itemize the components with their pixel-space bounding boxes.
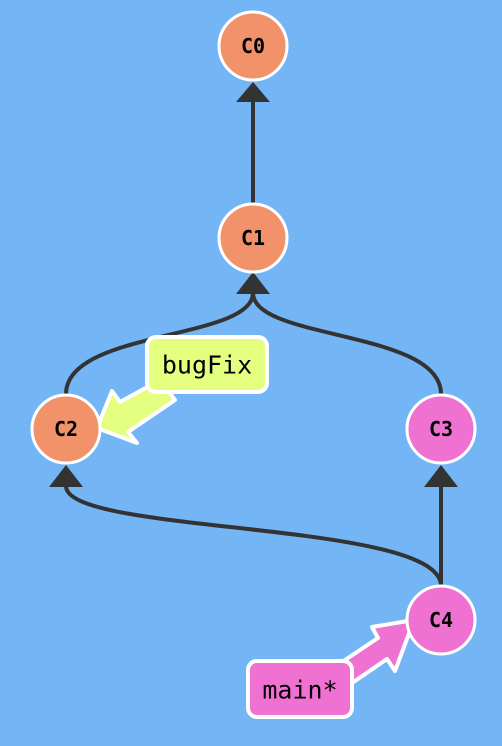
commit-label: C2 xyxy=(54,417,78,441)
branch-tag-label: bugFix xyxy=(162,351,252,380)
edge-c3-c1 xyxy=(251,292,443,395)
arrowhead-c1 xyxy=(236,272,270,294)
commit-circle xyxy=(405,584,477,656)
edges xyxy=(64,100,443,587)
edge-c4-c2 xyxy=(64,485,443,587)
arrowhead-c0 xyxy=(236,82,270,102)
commit-node-c1[interactable]: C1 xyxy=(217,202,289,274)
branch-arrows xyxy=(95,378,416,685)
arrowhead-c2 xyxy=(49,465,83,487)
branch-tag-bugfix[interactable]: bugFix xyxy=(145,335,269,394)
commit-label: C0 xyxy=(241,34,265,58)
branch-tag-main[interactable]: main* xyxy=(246,659,354,719)
arrowhead-c3 xyxy=(424,465,458,487)
commit-label: C4 xyxy=(429,608,453,632)
commit-circle xyxy=(30,393,102,465)
commit-node-c4[interactable]: C4 xyxy=(405,584,477,656)
main-arrow xyxy=(340,618,416,685)
arrowheads xyxy=(49,82,458,487)
branch-tag-box xyxy=(246,659,354,719)
bugfix-arrow xyxy=(95,378,177,445)
branch-tag-box xyxy=(145,335,269,394)
commit-node-c3[interactable]: C3 xyxy=(405,393,477,465)
commit-node-c2[interactable]: C2 xyxy=(30,393,102,465)
commit-node-c0[interactable]: C0 xyxy=(217,10,289,82)
commit-circle xyxy=(217,202,289,274)
commit-circle xyxy=(217,10,289,82)
commit-label: C1 xyxy=(241,226,265,250)
branch-tag-label: main* xyxy=(262,676,337,705)
commit-circle xyxy=(405,393,477,465)
commit-label: C3 xyxy=(429,417,453,441)
